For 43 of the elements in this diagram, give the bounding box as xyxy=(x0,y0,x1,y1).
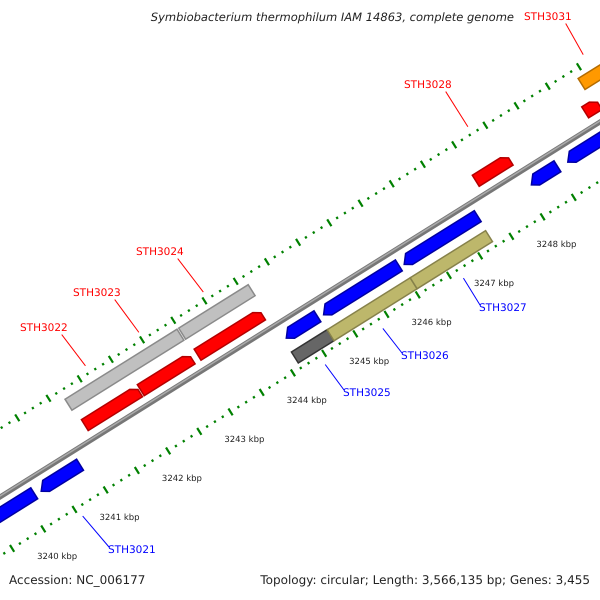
gene-feature xyxy=(80,388,144,432)
gene-feature xyxy=(580,101,600,119)
gene-bar xyxy=(409,230,494,290)
leader-line xyxy=(177,258,204,293)
leader-line xyxy=(382,328,402,354)
gene-label: STH3031 xyxy=(524,12,572,24)
scale-label: 3247 kbp xyxy=(474,280,514,290)
leader-line xyxy=(61,334,86,366)
gene-label: STH3027 xyxy=(479,303,527,315)
gene-bar xyxy=(290,328,336,364)
gene-label: STH3022 xyxy=(20,323,68,335)
title: Symbiobacterium thermophilum IAM 14863, complete genome xyxy=(150,11,514,24)
genome-summary: Topology: circular; Length: 3,566,135 bp; Genes: 3,455 xyxy=(260,574,590,588)
gene-label: STH3023 xyxy=(73,288,121,300)
scale-label: 3240 kbp xyxy=(37,553,78,563)
gene-feature xyxy=(322,258,404,316)
leader-line xyxy=(114,299,140,333)
gene-feature xyxy=(136,356,196,397)
gene-feature xyxy=(40,458,85,492)
gene-label: STH3024 xyxy=(136,247,184,259)
scale-label: 3248 kbp xyxy=(536,241,576,251)
scale-label: 3246 kbp xyxy=(412,319,452,329)
leader-line xyxy=(324,364,344,390)
gene-feature xyxy=(471,157,514,188)
leader-line xyxy=(445,91,468,128)
scale-label: 3242 kbp xyxy=(162,475,202,485)
gene-bar xyxy=(178,284,256,340)
gene-feature xyxy=(285,310,322,339)
gene-label: STH3021 xyxy=(108,545,156,557)
scale-label: 3245 kbp xyxy=(349,358,390,368)
gene-feature xyxy=(530,160,562,186)
gene-label: STH3028 xyxy=(404,80,452,92)
gene-feature xyxy=(193,312,267,362)
scale-label: 3244 kbp xyxy=(286,397,327,407)
accession-text: Accession: NC_006177 xyxy=(9,574,146,588)
scale-label: 3243 kbp xyxy=(224,436,264,446)
gene-label: STH3025 xyxy=(343,388,391,400)
gene-feature xyxy=(403,210,482,266)
gene-label: STH3026 xyxy=(401,351,449,363)
scale-label: 3241 kbp xyxy=(99,514,140,524)
leader-line xyxy=(462,278,480,306)
leader-line xyxy=(82,516,110,548)
leader-line xyxy=(565,23,584,56)
